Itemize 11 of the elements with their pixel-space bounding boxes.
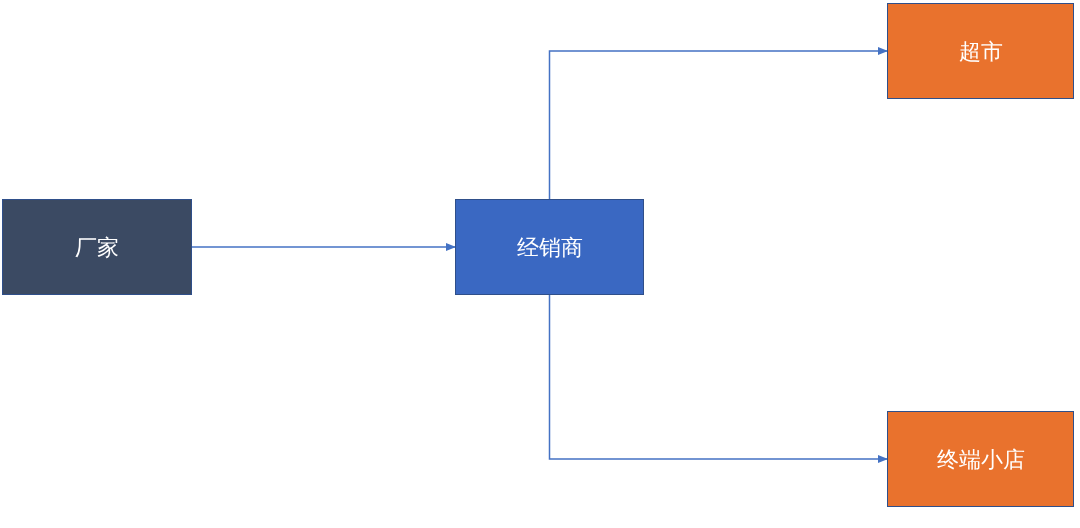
- box-label: 厂家: [75, 233, 119, 262]
- box-label: 超市: [958, 37, 1003, 66]
- process-box: [455, 199, 644, 295]
- process-box: [2, 199, 192, 295]
- arrow: [191, 243, 456, 251]
- box-label: 经销商: [516, 233, 583, 262]
- process-box: [887, 3, 1074, 99]
- arrow: [548, 47, 888, 200]
- process-box: [887, 411, 1074, 507]
- box-label: 终端小店: [936, 445, 1025, 474]
- arrow: [548, 294, 888, 463]
